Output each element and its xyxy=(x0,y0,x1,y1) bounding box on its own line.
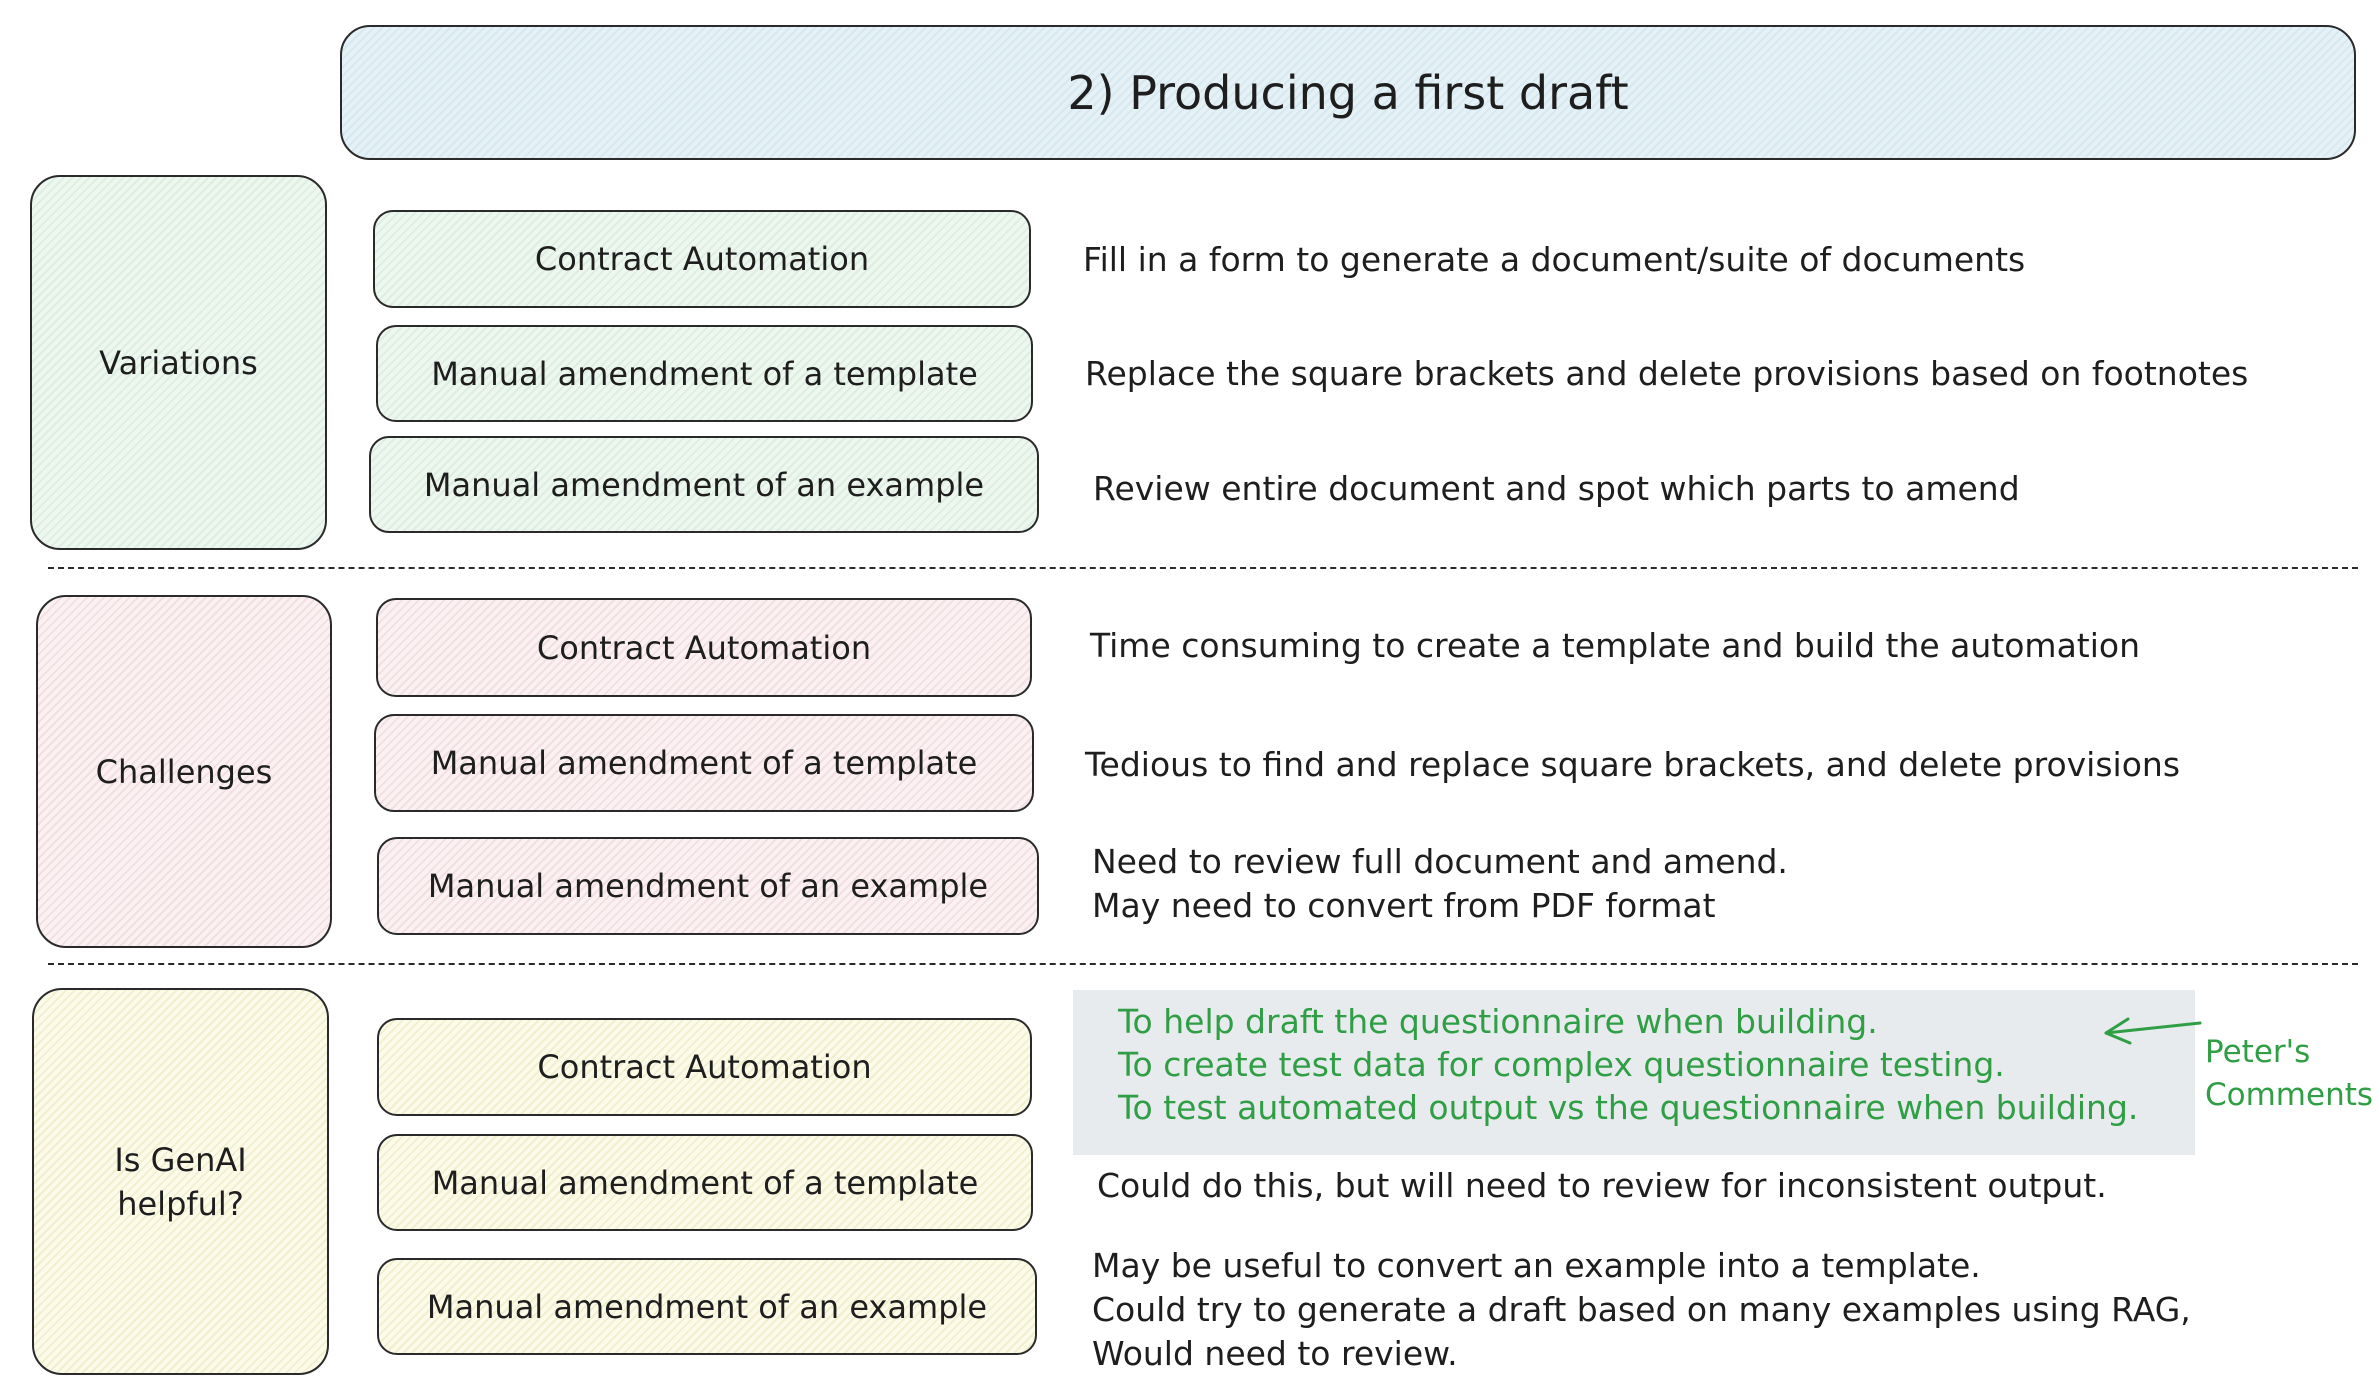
item-label: Manual amendment of a template xyxy=(430,744,978,782)
challenges-desc-example: Need to review full document and amend. … xyxy=(1092,842,1788,925)
genai-label-box: Is GenAI helpful? xyxy=(32,988,329,1375)
variations-manual-example: Manual amendment of an example xyxy=(369,436,1039,533)
section-divider xyxy=(48,567,2358,569)
item-label: Contract Automation xyxy=(537,1048,872,1086)
item-label: Manual amendment of an example xyxy=(427,867,989,905)
arrow-left-icon xyxy=(2104,1017,2202,1045)
genai-desc-template: Could do this, but will need to review f… xyxy=(1097,1166,2107,1205)
item-label: Manual amendment of a template xyxy=(431,354,978,393)
comment-line: To test automated output vs the question… xyxy=(1118,1088,2139,1127)
section-divider xyxy=(48,963,2358,965)
challenges-manual-template: Manual amendment of a template xyxy=(374,714,1034,812)
variations-desc-template: Replace the square brackets and delete p… xyxy=(1085,354,2249,393)
item-label: Manual amendment of an example xyxy=(423,465,985,504)
challenges-manual-example: Manual amendment of an example xyxy=(377,837,1039,935)
comment-highlight xyxy=(1073,990,2195,1155)
genai-contract-automation: Contract Automation xyxy=(377,1018,1032,1116)
title-box: 2) Producing a first draft xyxy=(340,25,2356,160)
challenges-label: Challenges xyxy=(95,752,273,791)
item-label: Contract Automation xyxy=(534,240,870,278)
challenges-label-box: Challenges xyxy=(36,595,332,948)
item-label: Manual amendment of a template xyxy=(431,1163,979,1202)
genai-label: Is GenAI helpful? xyxy=(114,1140,247,1223)
note-text: Peter's Comments xyxy=(2205,1034,2374,1113)
genai-desc-example: May be useful to convert an example into… xyxy=(1092,1246,2191,1373)
peters-comments-note: Peter's Comments xyxy=(2205,988,2373,1117)
comment-line: To create test data for complex question… xyxy=(1118,1045,2005,1084)
item-label: Contract Automation xyxy=(536,628,872,667)
genai-manual-example: Manual amendment of an example xyxy=(377,1258,1037,1355)
variations-desc-example: Review entire document and spot which pa… xyxy=(1093,469,2020,508)
variations-label-box: Variations xyxy=(30,175,327,550)
variations-contract-automation: Contract Automation xyxy=(373,210,1031,308)
variations-label: Variations xyxy=(99,343,258,382)
variations-manual-template: Manual amendment of a template xyxy=(376,325,1033,422)
genai-contract-comments: To help draft the questionnaire when bui… xyxy=(1118,1000,2138,1129)
challenges-contract-automation: Contract Automation xyxy=(376,598,1032,697)
challenges-desc-contract: Time consuming to create a template and … xyxy=(1090,626,2141,665)
item-label: Manual amendment of an example xyxy=(426,1287,988,1326)
challenges-desc-template: Tedious to find and replace square brack… xyxy=(1085,745,2181,784)
diagram-title: 2) Producing a first draft xyxy=(1067,65,1629,120)
variations-desc-contract: Fill in a form to generate a document/su… xyxy=(1083,240,2026,279)
comment-line: To help draft the questionnaire when bui… xyxy=(1118,1002,1878,1041)
genai-manual-template: Manual amendment of a template xyxy=(377,1134,1033,1231)
